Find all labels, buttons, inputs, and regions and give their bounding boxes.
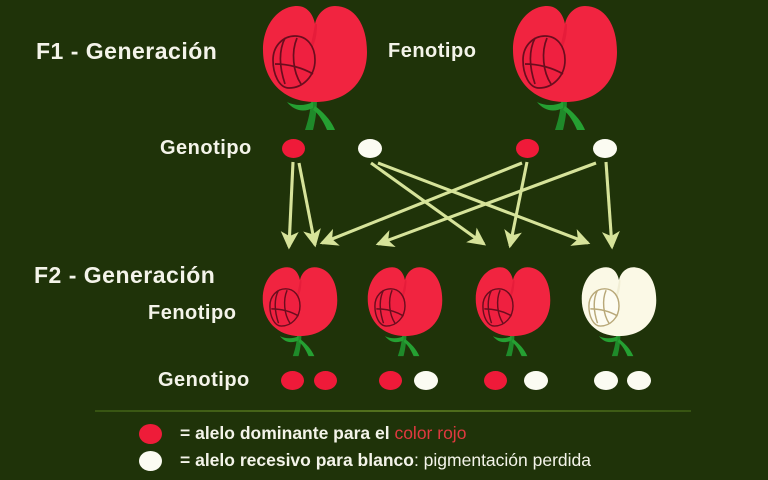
legend-dominant-emphasis: color rojo xyxy=(394,423,467,443)
arrow-r1-to-rw1 xyxy=(297,162,321,248)
f2-generation-title: F2 - Generación xyxy=(34,262,216,288)
flower-white-icon xyxy=(581,267,657,357)
legend-item-recessive: = alelo recesivo para blanco: pigmentaci… xyxy=(139,450,591,471)
f2-allele-3b-white xyxy=(524,371,548,390)
f1-phenotype-label: Fenotipo xyxy=(388,40,477,62)
arrow-w1-to-ww xyxy=(377,161,591,246)
legend-divider xyxy=(95,410,691,412)
flower-red-icon xyxy=(513,6,617,130)
f2-flower-4-white xyxy=(576,258,662,364)
arrow-w2-to-rw xyxy=(375,161,597,248)
f1-flower-1-red xyxy=(255,2,375,132)
f2-allele-3a-red xyxy=(484,371,507,390)
legend-dominant-prefix: = alelo dominante para el xyxy=(180,423,395,443)
legend-red-allele-icon xyxy=(139,423,162,444)
arrow-w2-to-ww xyxy=(601,161,620,250)
flower-red-icon xyxy=(263,6,367,130)
f2-flower-1-red xyxy=(257,258,343,364)
f1-allele-red-1 xyxy=(282,139,305,158)
arrow-r1-to-rr xyxy=(280,161,299,250)
arrow-w1-to-rw2 xyxy=(370,161,487,246)
f2-allele-2b-white xyxy=(414,371,438,390)
legend-recessive-text: = alelo recesivo para blanco: pigmentaci… xyxy=(180,450,591,471)
arrow-r2-to-rw2 xyxy=(504,161,529,249)
legend-item-dominant: = alelo dominante para el color rojo xyxy=(139,423,466,444)
f1-genotype-label: Genotipo xyxy=(160,137,252,159)
f1-generation-title: F1 - Generación xyxy=(36,38,218,64)
legend-white-allele-icon xyxy=(139,450,162,471)
f2-flower-3-red xyxy=(470,258,556,364)
flower-red-icon xyxy=(262,267,338,357)
f2-genotype-label: Genotipo xyxy=(158,369,250,391)
f1-allele-white-1 xyxy=(358,139,382,158)
arrow-r2-to-rw1 xyxy=(319,161,523,246)
flower-red-icon xyxy=(475,267,551,357)
legend-recessive-suffix: : pigmentación perdida xyxy=(413,450,592,470)
f2-allele-2a-red xyxy=(379,371,402,390)
f2-phenotype-label: Fenotipo xyxy=(148,302,237,324)
f1-allele-red-2 xyxy=(516,139,539,158)
legend-recessive-prefix: = alelo recesivo para xyxy=(180,450,358,470)
legend-recessive-emphasis: blanco xyxy=(357,450,414,470)
f2-allele-4b-white xyxy=(627,371,651,390)
f2-allele-4a-white xyxy=(594,371,618,390)
f2-allele-1b-red xyxy=(314,371,337,390)
legend-dominant-text: = alelo dominante para el color rojo xyxy=(180,423,466,444)
f1-allele-white-2 xyxy=(593,139,617,158)
flower-red-icon xyxy=(367,267,443,357)
f2-allele-1a-red xyxy=(281,371,304,390)
f2-flower-2-red xyxy=(362,258,448,364)
f1-flower-2-red xyxy=(505,2,625,132)
